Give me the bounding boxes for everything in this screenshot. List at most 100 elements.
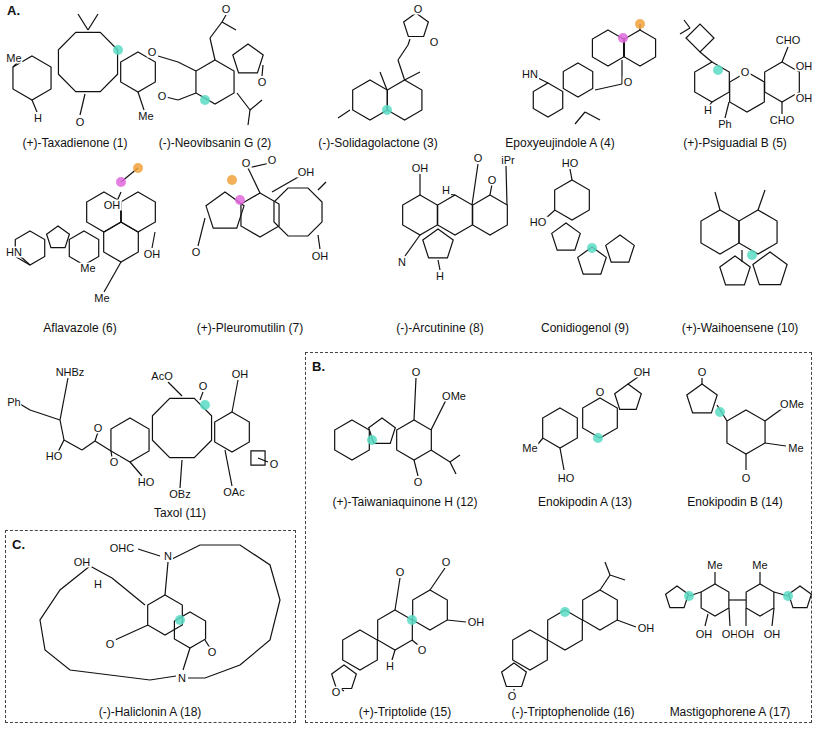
ring-skeleton <box>121 52 156 92</box>
ring-skeleton <box>695 62 730 102</box>
atom-label: HN <box>5 247 23 258</box>
ring-skeleton <box>404 13 429 37</box>
ring-skeleton <box>215 412 250 452</box>
atom-label: HN <box>521 69 539 80</box>
bond-line <box>78 14 88 30</box>
atom-label: Me <box>5 53 22 64</box>
compound-name: Conidiogenol (9) <box>540 322 630 334</box>
bond-line <box>575 112 585 124</box>
compound-name: Enokipodin A (13) <box>537 496 633 508</box>
atom-label: O <box>207 647 218 658</box>
bond-line <box>225 450 232 486</box>
ring-skeleton <box>174 612 205 648</box>
atom-label: OH <box>795 93 814 104</box>
bond-line <box>232 380 238 412</box>
atom-label: OH <box>231 369 250 380</box>
atom-label: Me <box>521 443 538 454</box>
ring-skeleton <box>563 63 592 97</box>
bond-line <box>200 392 203 400</box>
compound-name: (-)-Triptophenolide (16) <box>511 706 636 718</box>
molecule-structure <box>502 562 636 692</box>
bond-line <box>430 568 445 590</box>
ring-skeleton <box>47 226 70 248</box>
bond-line <box>165 562 168 595</box>
panel-letter: A. <box>6 4 21 17</box>
bond-line <box>431 450 450 462</box>
stereocenter-dot <box>635 19 645 29</box>
atom-label: O <box>157 91 168 102</box>
ring-skeleton <box>403 195 438 235</box>
bond-line <box>210 22 222 38</box>
atom-label: Ph <box>6 397 21 408</box>
bond-line <box>772 608 774 626</box>
ring-skeleton <box>413 590 448 630</box>
atom-label: N <box>177 673 187 684</box>
atom-label: O <box>75 117 86 128</box>
bond-line <box>745 454 746 470</box>
atom-label: OH <box>637 623 656 634</box>
bond-line <box>610 575 625 580</box>
bond-line <box>178 93 196 100</box>
bond-line <box>30 410 60 420</box>
atom-label: N <box>163 551 173 562</box>
ring-skeleton <box>274 188 322 236</box>
bond-line <box>419 174 420 195</box>
ring-skeleton <box>701 584 729 616</box>
bond-line <box>158 56 178 62</box>
bond-line <box>628 377 638 384</box>
bond-line <box>95 441 111 451</box>
atom-label: O <box>413 477 424 488</box>
ring-skeleton <box>701 210 739 254</box>
stereocenter-dot <box>747 250 757 260</box>
bond-line <box>538 438 543 444</box>
atom-label: CHO <box>775 35 801 46</box>
stereocenter-dot <box>560 607 570 617</box>
bond-line <box>80 94 85 115</box>
atom-label: OH <box>795 61 814 72</box>
bond-line <box>104 262 121 292</box>
bond-line <box>318 182 326 190</box>
atom-label: OH <box>763 629 782 640</box>
ring-skeleton <box>438 195 473 235</box>
molecule-structure <box>680 20 801 118</box>
ring-skeleton <box>58 32 117 91</box>
ring-skeleton <box>397 420 432 460</box>
ring-skeleton <box>387 80 422 120</box>
bond-line <box>701 378 702 384</box>
atom-label: O <box>417 645 428 656</box>
atom-label: iPr <box>500 155 515 166</box>
atom-label: O <box>147 47 158 58</box>
atom-label: HO <box>557 473 576 484</box>
bond-line <box>758 190 765 210</box>
ring-skeleton <box>423 229 453 258</box>
atom-label: O <box>741 473 752 484</box>
bond-line <box>318 235 320 249</box>
bond-line <box>64 440 82 450</box>
molecule-structure <box>13 14 155 115</box>
ring-skeleton <box>727 410 765 454</box>
molecule-structure <box>701 190 787 285</box>
compound-name: (-)-Solidagolactone (3) <box>317 137 438 149</box>
bond-line <box>222 22 236 30</box>
bond-line <box>115 625 148 640</box>
bond-line <box>405 235 420 256</box>
compound-name: (+)-Triptolide (15) <box>358 706 453 718</box>
molecule-structure <box>332 568 466 691</box>
atom-label: OH <box>467 617 486 628</box>
atom-label: OH <box>297 167 316 178</box>
bond-line <box>405 72 420 80</box>
atom-label: Me <box>787 443 804 454</box>
ring-skeleton <box>241 193 279 237</box>
bond-line <box>398 45 408 60</box>
atom-label: Me <box>137 111 154 122</box>
ring-skeleton <box>624 30 655 66</box>
ring-skeleton <box>335 420 370 460</box>
chain-line <box>40 566 176 680</box>
bond-line <box>546 210 555 218</box>
atom-label: O <box>93 423 104 434</box>
bond-line <box>183 648 190 670</box>
ring-skeleton <box>104 222 139 262</box>
molecule-structure <box>20 378 268 488</box>
atom-label: O <box>105 639 116 650</box>
molecule-structure <box>546 169 634 274</box>
